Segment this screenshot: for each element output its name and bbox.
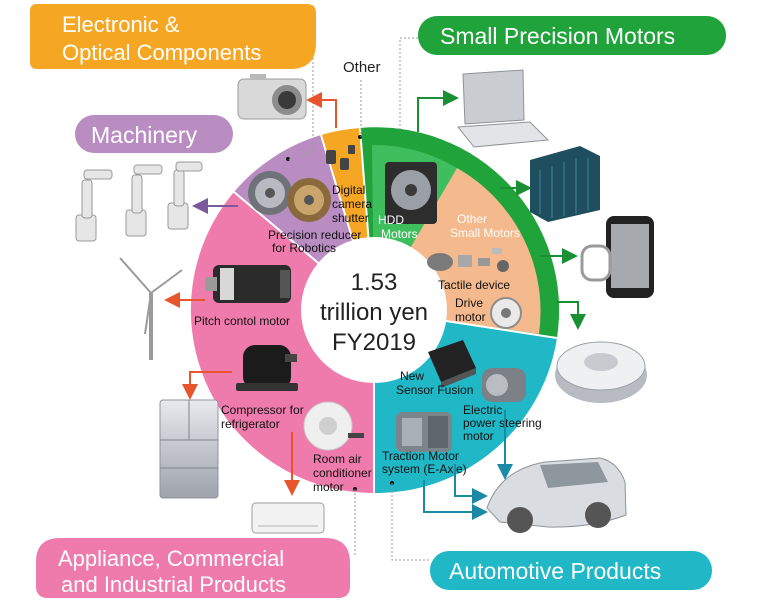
- drive-motor-icon: [490, 297, 522, 329]
- arrow-to-fridge: [182, 371, 232, 400]
- server-rack-icon: [530, 146, 600, 222]
- item-room-air-line-3: motor: [313, 480, 344, 494]
- category-small-motors-label: Small Precision Motors: [440, 23, 675, 49]
- smartphone-icon: [580, 216, 654, 298]
- category-electronic-line-1: Electronic &: [62, 12, 180, 37]
- wind-turbine-icon: [119, 257, 183, 360]
- category-electronic-line-2: Optical Components: [62, 40, 261, 65]
- item-compressor-line-1: Compressor for: [221, 403, 304, 417]
- arrow-to-car-2: [454, 464, 488, 504]
- item-drive-line-2: motor: [455, 310, 486, 324]
- arrow-to-laptop: [417, 90, 459, 132]
- item-hdd-line-1: HDD: [378, 213, 404, 227]
- item-eps-line-1: Electric: [463, 403, 502, 417]
- robot-vacuum-icon: [555, 341, 647, 403]
- category-machinery: Machinery: [75, 115, 233, 153]
- small-motors-icon: [427, 248, 509, 272]
- category-machinery-label: Machinery: [91, 122, 198, 148]
- pitch-motor-icon: [205, 265, 291, 303]
- arrow-to-camera: [306, 92, 337, 128]
- category-automotive: Automotive Products: [430, 551, 712, 590]
- e-axle-icon: [396, 412, 452, 452]
- item-reducer-line-1: Precision reducer: [268, 228, 361, 242]
- reducer-icon: [248, 171, 331, 222]
- camera-icon: [237, 74, 307, 120]
- item-sensor-fusion-line-1: New: [400, 369, 424, 383]
- item-other-small-line-1: Other: [457, 212, 487, 226]
- compressor-icon: [236, 345, 298, 391]
- item-eps-line-2: power steering: [463, 416, 542, 430]
- item-hdd-line-2: Motors: [381, 227, 418, 241]
- center-total: 1.53 trillion yen FY2019: [320, 269, 428, 356]
- item-reducer-line-2: for Robotics: [272, 241, 336, 255]
- item-other-small-line-2: Small Motors: [450, 226, 520, 240]
- hdd-icon: [385, 162, 437, 224]
- leader-lines: [287, 37, 430, 561]
- center-line-2: trillion yen: [320, 299, 428, 326]
- category-appliance: Appliance, Commercial and Industrial Pro…: [36, 538, 350, 598]
- category-appliance-line-1: Appliance, Commercial: [58, 546, 284, 571]
- fan-motor-icon: [303, 401, 364, 451]
- item-room-air-line-2: conditioner: [313, 466, 372, 480]
- car-icon: [486, 457, 627, 533]
- laptop-icon: [457, 69, 550, 148]
- item-digital-camera-line-1: Digital: [332, 183, 365, 197]
- item-eps-line-3: motor: [463, 429, 494, 443]
- category-electronic: Electronic & Optical Components: [30, 4, 316, 69]
- item-traction-line-2: system (E-Axle): [382, 462, 467, 476]
- item-digital-camera-line-3: shutter: [332, 211, 369, 225]
- item-sensor-fusion-line-2: Sensor Fusion: [396, 383, 473, 397]
- item-pitch-motor: Pitch contol motor: [194, 314, 290, 328]
- item-tactile: Tactile device: [438, 278, 510, 292]
- category-other-label: Other: [343, 59, 381, 76]
- center-hole: [301, 237, 447, 383]
- shutter-icon: [326, 145, 355, 170]
- category-appliance-line-2: and Industrial Products: [61, 572, 286, 597]
- item-drive-line-1: Drive: [455, 296, 483, 310]
- center-line-1: 1.53: [351, 269, 398, 296]
- arrow-to-car-3: [423, 480, 488, 520]
- industrial-robots-icon: [75, 161, 203, 242]
- refrigerator-icon: [159, 399, 219, 499]
- item-room-air-line-1: Room air: [313, 452, 362, 466]
- center-line-3: FY2019: [332, 329, 416, 356]
- air-conditioner-icon: [251, 502, 325, 534]
- item-digital-camera-line-2: camera: [332, 197, 372, 211]
- sensor-fusion-icon: [428, 340, 476, 388]
- category-automotive-label: Automotive Products: [449, 558, 661, 584]
- item-compressor-line-2: refrigerator: [221, 417, 280, 431]
- category-small-motors: Small Precision Motors: [418, 16, 726, 55]
- item-traction-line-1: Traction Motor: [382, 449, 459, 463]
- arrow-to-robot-vacuum: [557, 301, 586, 330]
- eps-motor-icon: [482, 368, 526, 402]
